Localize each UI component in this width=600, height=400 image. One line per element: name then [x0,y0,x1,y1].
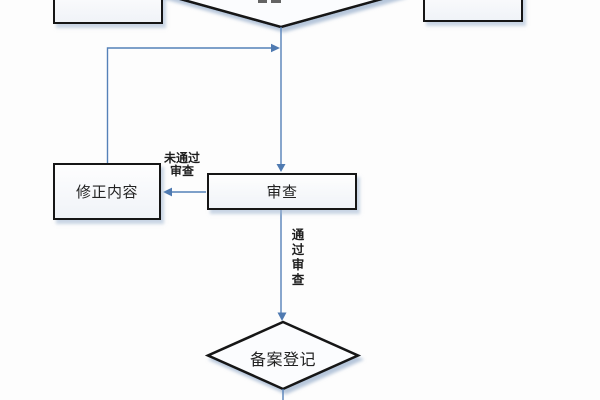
arrowhead-into-review [276,164,286,172]
node-registration-label: 备案登记 [249,350,316,369]
node-top-right-box [423,0,523,22]
arrowhead-into-revise [163,187,172,197]
node-revise-label: 修正内容 [75,183,138,201]
arrowhead-into-registration [277,312,287,321]
node-review-box: 审查 [207,173,357,210]
edge-label-pass: 通过审查 [291,227,305,287]
edge-revise-feedback [106,47,272,163]
edge-label-fail: 未通过审查 [163,151,200,178]
arrowhead-feedback-junction [271,43,280,53]
node-revise-box: 修正内容 [53,163,161,220]
node-review-label: 审查 [266,183,298,201]
top-decision-diamond [178,0,384,29]
node-top-left-box [53,0,163,24]
